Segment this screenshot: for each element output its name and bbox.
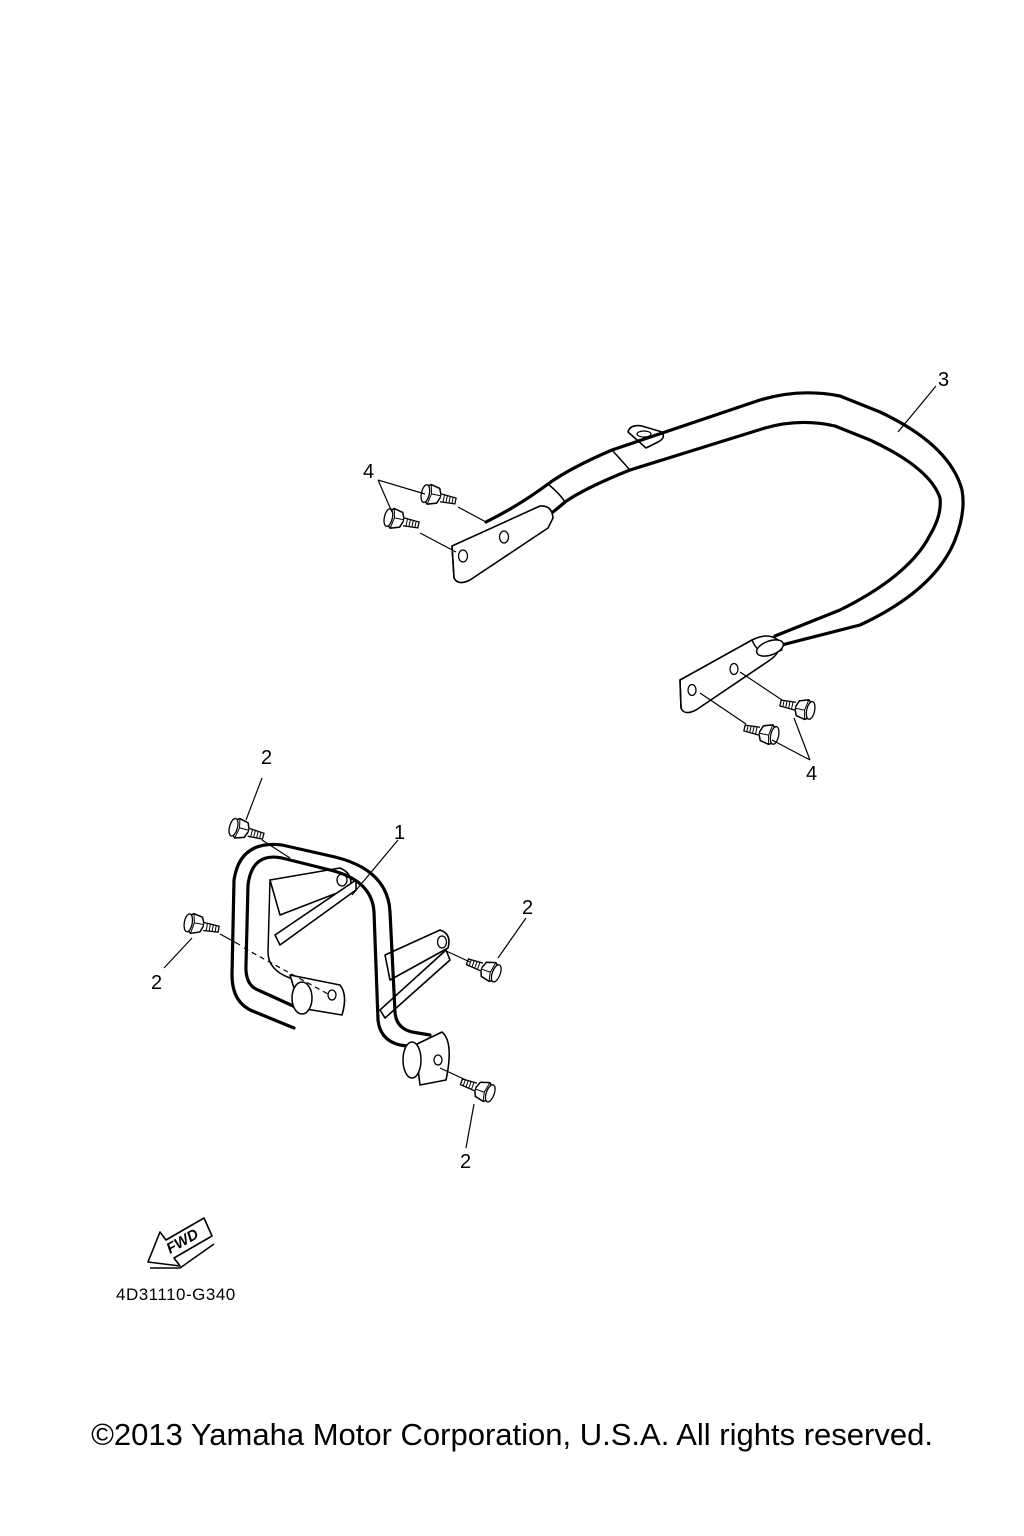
bolt-4-upper-right bbox=[777, 693, 818, 722]
callout-2-left: 2 bbox=[151, 972, 162, 994]
bolt-4-upper-left bbox=[418, 482, 459, 511]
front-guard bbox=[230, 842, 451, 1086]
bolt-2-right bbox=[462, 952, 505, 985]
bolt-2-bottom bbox=[456, 1072, 499, 1105]
callout-1: 1 bbox=[394, 822, 405, 844]
callout-2-right: 2 bbox=[522, 897, 533, 919]
copyright-notice: ©2013 Yamaha Motor Corporation, U.S.A. A… bbox=[91, 1417, 933, 1452]
callout-2-top: 2 bbox=[261, 747, 272, 769]
diagram-code: 4D31110-G340 bbox=[116, 1285, 236, 1304]
bolt-2-top bbox=[226, 815, 267, 846]
bolt-2-left bbox=[181, 911, 222, 939]
callout-3: 3 bbox=[938, 369, 949, 391]
callout-4-top: 4 bbox=[363, 461, 374, 483]
fwd-arrow-icon: FWD bbox=[147, 1217, 215, 1269]
bolt-4-lower-left bbox=[381, 506, 422, 535]
grab-bar bbox=[451, 391, 965, 714]
callout-2-bottom: 2 bbox=[460, 1151, 471, 1173]
callout-4-bottom: 4 bbox=[806, 763, 817, 785]
